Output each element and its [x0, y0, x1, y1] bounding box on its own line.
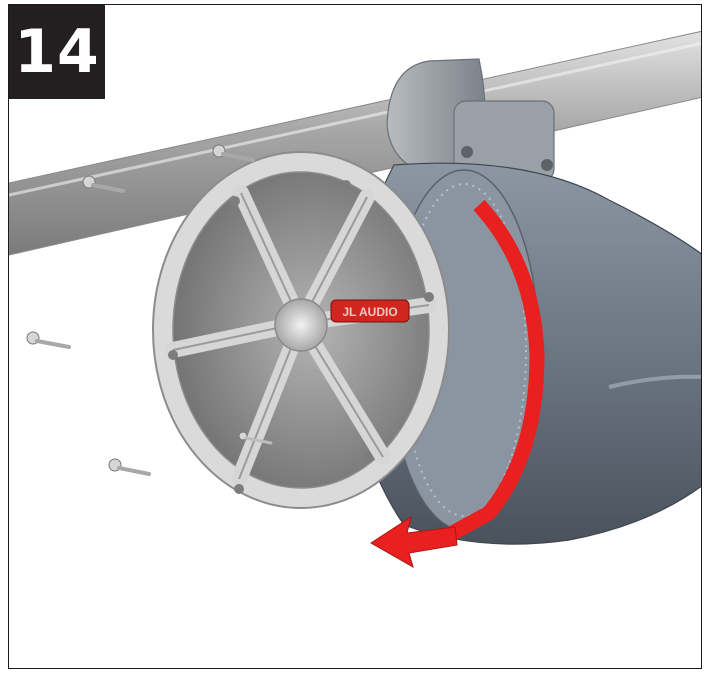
step-number-badge: 14 [9, 5, 105, 99]
grille-screw-hole-icon [362, 452, 372, 462]
pipe-clamp [386, 58, 555, 182]
grille-screw-hole-icon [230, 196, 240, 206]
speaker-installation-illustration: JL AUDIO [9, 30, 701, 569]
speaker-enclosure [353, 162, 701, 545]
speaker-grille: JL AUDIO [152, 151, 450, 509]
loose-screw-icon [82, 175, 125, 193]
brand-badge [330, 299, 410, 323]
grille-screw-hole-icon [168, 350, 178, 360]
clamp-bolt-icon [461, 146, 473, 158]
tweeter [274, 298, 328, 352]
grille-screw-hole-icon [234, 484, 244, 494]
loose-screw-icon [26, 331, 71, 349]
grille-screw-hole-icon [424, 292, 434, 302]
loose-screw-icon [212, 144, 255, 162]
loose-screw-icon [108, 458, 151, 476]
loose-screw-icon [238, 431, 273, 445]
rotation-arrow-icon [370, 199, 545, 569]
clamp-bolt-icon [541, 159, 553, 171]
grille-screw-hole-icon [341, 180, 351, 190]
brand-logo-text: JL AUDIO [342, 305, 397, 319]
instruction-frame: 14 [8, 4, 702, 669]
